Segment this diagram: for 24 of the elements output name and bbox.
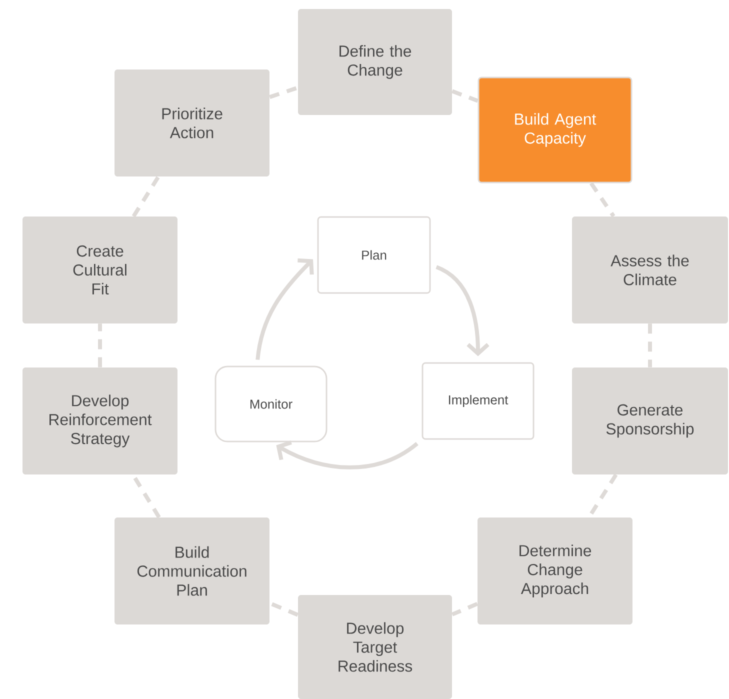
- step-box: Determine Change Approach: [478, 517, 632, 624]
- step-box: Build Communication Plan: [114, 517, 270, 624]
- connector-line: [451, 602, 478, 616]
- cycle-box: Implement: [422, 362, 534, 440]
- cycle-arrow: [256, 258, 314, 360]
- step-box: Generate Sponsorship: [572, 367, 728, 474]
- step-box: Develop Target Readiness: [298, 594, 452, 699]
- connector-line: [648, 324, 652, 368]
- connector-line: [132, 176, 160, 218]
- highlighted-step-box: Build Agent Capacity: [478, 76, 632, 184]
- cycle-arrow: [276, 440, 418, 470]
- cycle-box: Monitor: [214, 366, 328, 442]
- connector-line: [268, 601, 299, 617]
- connector-line: [269, 86, 298, 99]
- connector-line: [589, 182, 616, 218]
- cycle-box: Plan: [317, 216, 431, 294]
- connector-line: [98, 324, 102, 368]
- step-box: Prioritize Action: [114, 70, 270, 176]
- connector-line: [452, 89, 478, 103]
- step-box: Create Cultural Fit: [22, 216, 178, 324]
- step-box: Assess the Climate: [572, 216, 728, 324]
- step-box: Develop Reinforcement Strategy: [22, 367, 178, 474]
- step-box: Define the Change: [298, 9, 452, 115]
- cycle-arrow: [436, 265, 490, 356]
